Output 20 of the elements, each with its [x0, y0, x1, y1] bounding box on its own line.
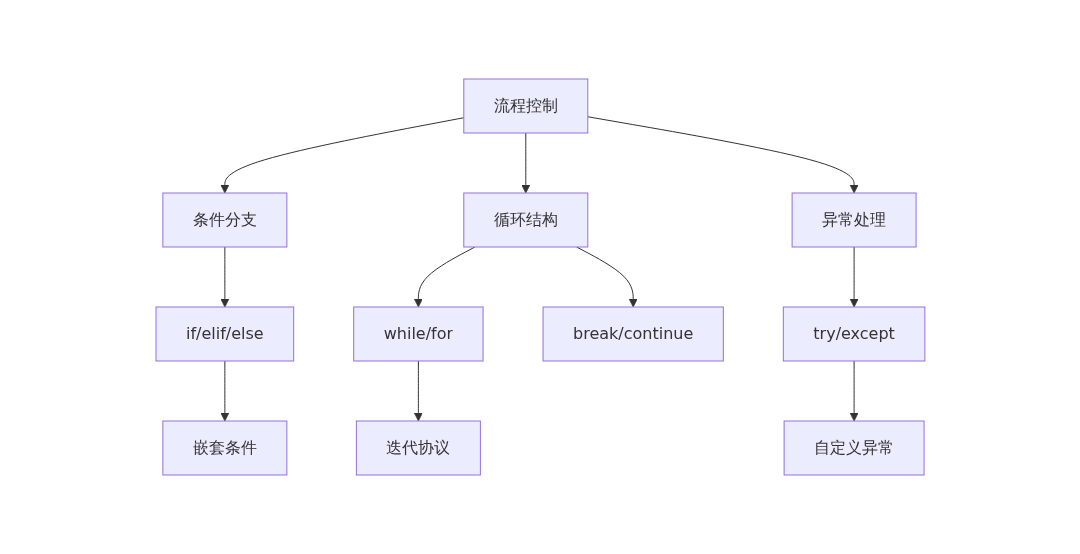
- arrow: [520, 132, 530, 194]
- node-box: break/continue: [542, 306, 724, 362]
- node-box: try/except: [782, 306, 925, 362]
- arrow: [220, 246, 229, 308]
- node-box: 嵌套条件: [161, 420, 287, 476]
- node-box: 迭代协议: [355, 420, 481, 476]
- node-box: 流程控制: [462, 78, 588, 134]
- arrow: [220, 117, 464, 194]
- node-box: 异常处理: [791, 192, 917, 248]
- arrow: [413, 360, 423, 422]
- node-box: while/for: [352, 306, 484, 362]
- arrow: [849, 246, 859, 308]
- arrow: [849, 360, 859, 422]
- node-box: 循环结构: [462, 192, 588, 248]
- arrow: [586, 116, 859, 194]
- node-box: 条件分支: [161, 192, 287, 248]
- arrow: [413, 246, 475, 308]
- node-box: if/elif/else: [155, 306, 294, 362]
- node-box: 自定义异常: [783, 420, 925, 476]
- arrow: [220, 360, 229, 422]
